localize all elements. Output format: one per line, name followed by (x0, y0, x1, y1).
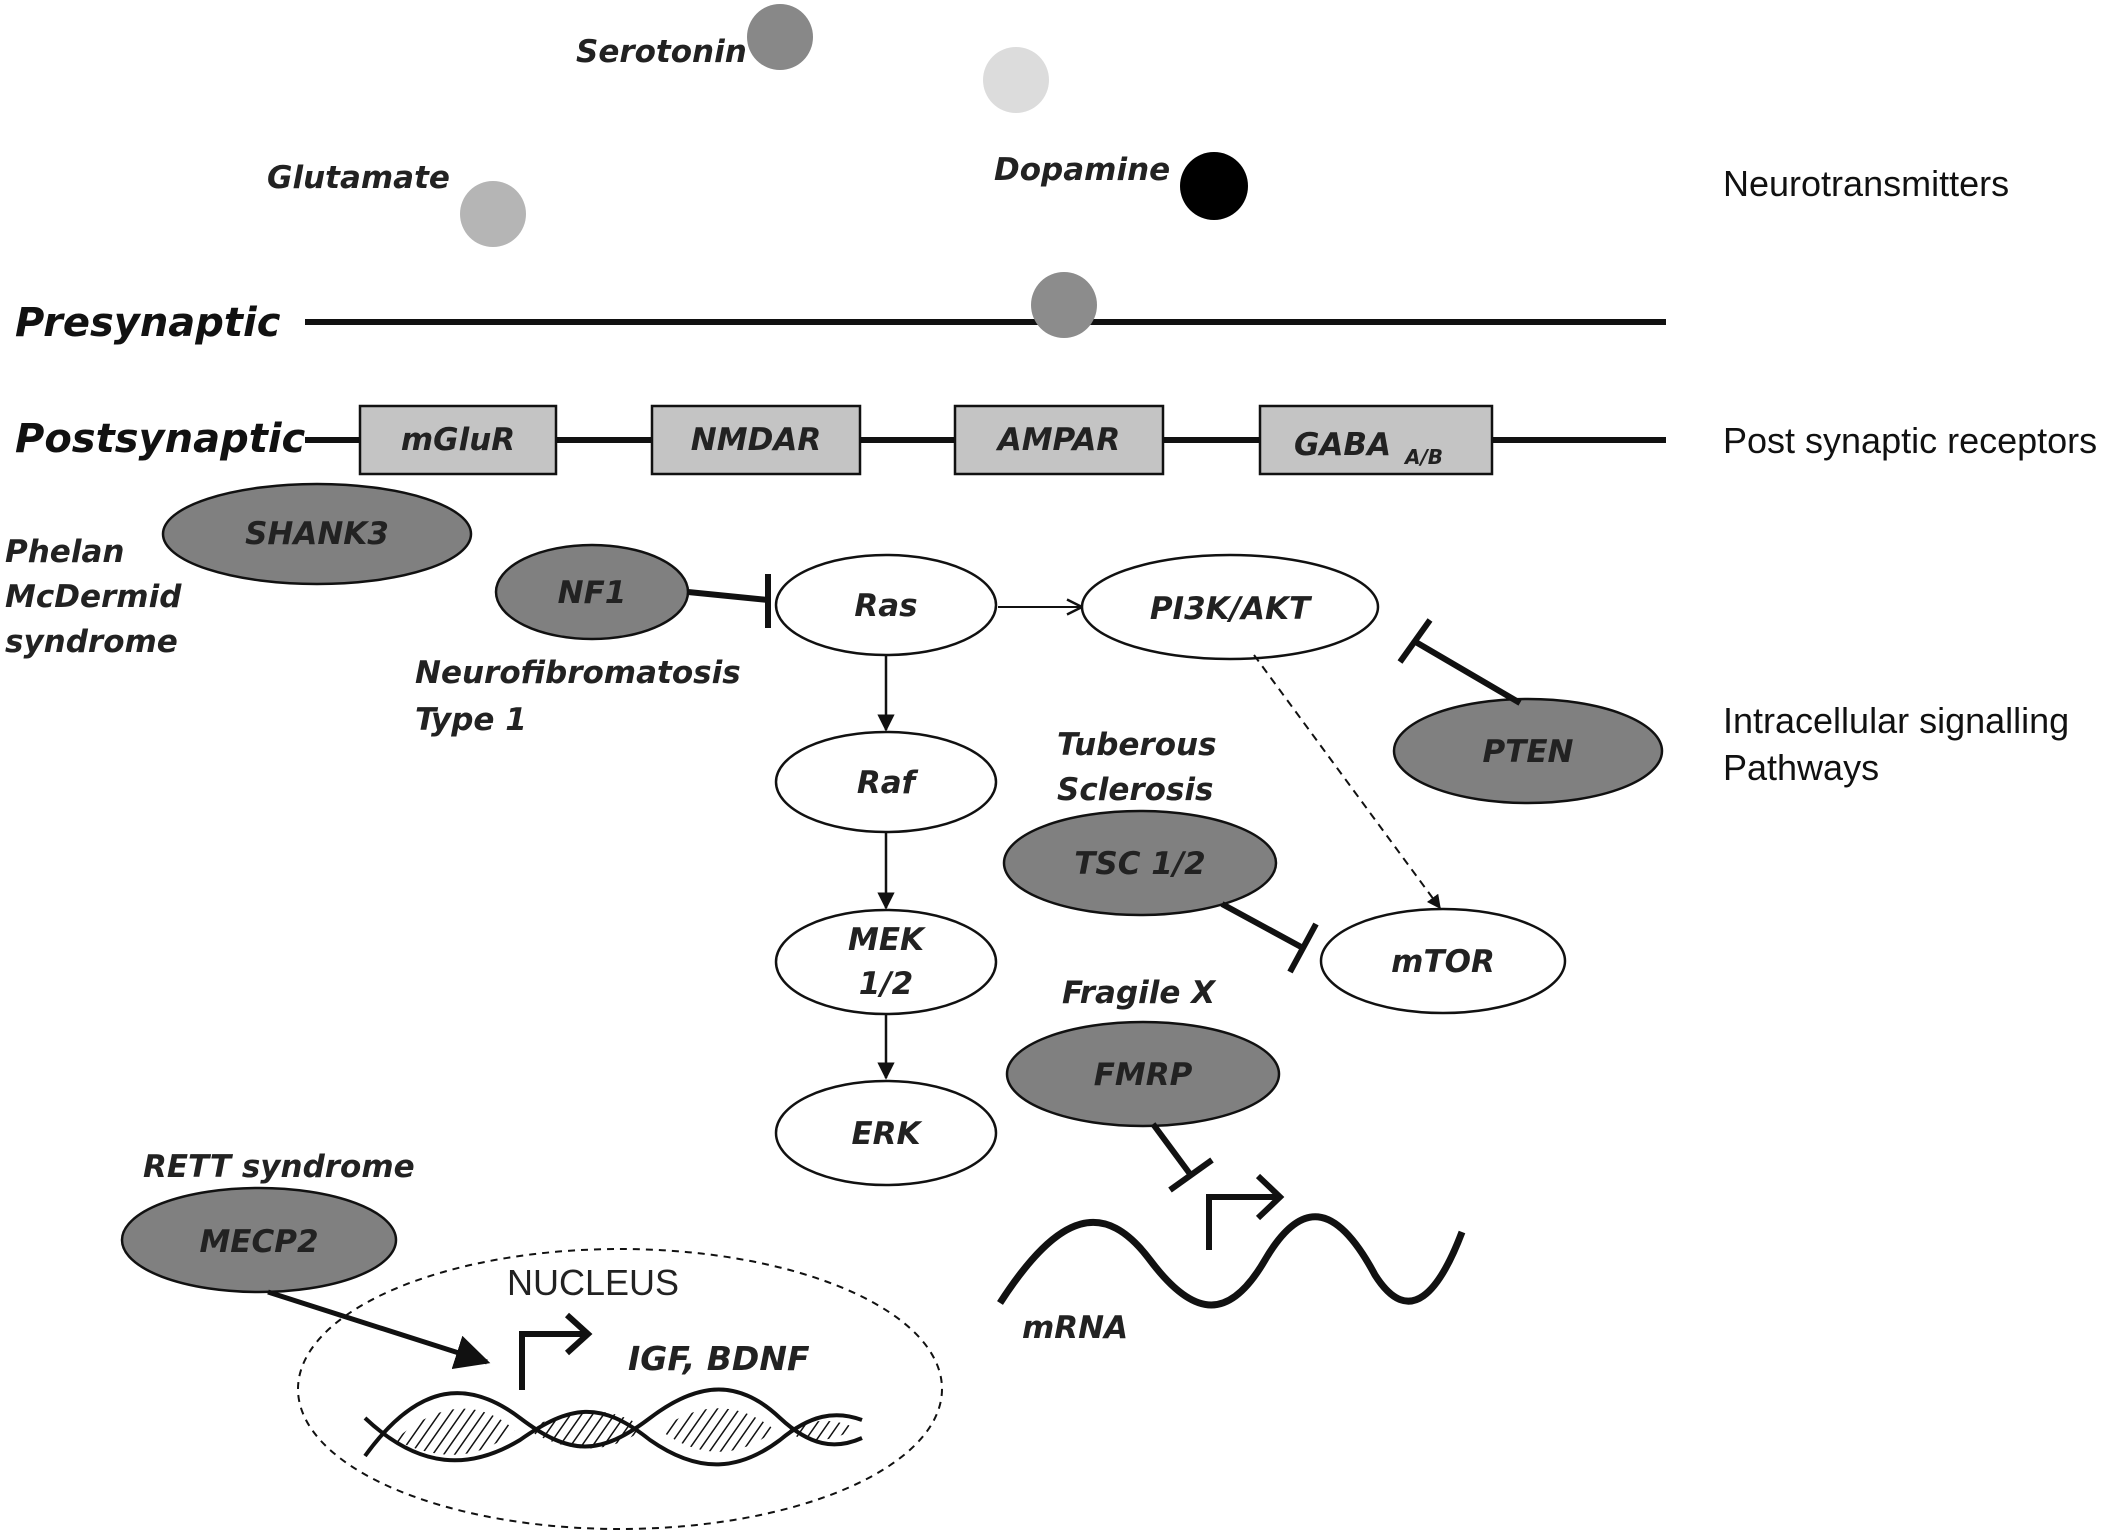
dopamine-label: Dopamine (994, 152, 1170, 188)
nmdar-label: NMDAR (691, 422, 821, 458)
phelan-line1: Phelan (5, 534, 124, 570)
side-label-receptors: Post synaptic receptors (1723, 420, 2097, 461)
phelan-line3: syndrome (5, 624, 178, 660)
ts-syndrome-line1: Tuberous (1057, 727, 1217, 763)
transcription-start-arrow (519, 1331, 586, 1390)
serotonin-label: Serotonin (576, 34, 747, 70)
nf-syndrome-line2: Type 1 (415, 702, 527, 738)
pten-label: PTEN (1483, 734, 1574, 770)
dopamine-dot (1180, 152, 1248, 220)
phelan-line2: McDermid (5, 579, 182, 615)
nf1-inhibits-ras (687, 589, 769, 603)
raf-label: Raf (857, 765, 919, 801)
transcription-arrowhead (564, 1312, 593, 1356)
serotonin-dot (747, 4, 813, 70)
gaba-label: GABA (1294, 427, 1391, 463)
mglur-receptor (358, 404, 558, 476)
fmrp-inhibits-translation (1150, 1122, 1193, 1176)
mrna-wave (997, 1213, 1466, 1309)
nucleus-label: NUCLEUS (507, 1262, 679, 1303)
erk-label: ERK (851, 1116, 922, 1152)
ras-label: Ras (854, 588, 917, 624)
mrna-label: mRNA (1022, 1310, 1128, 1346)
tsc-label: TSC 1/2 (1074, 846, 1205, 882)
glutamate-dot (460, 181, 526, 247)
mek-label-line1: MEK (848, 922, 926, 958)
fmrp-label: FMRP (1094, 1057, 1193, 1093)
nf1-label: NF1 (558, 575, 627, 611)
tsc-inhibition-bar (1287, 922, 1319, 974)
pten-gene (1392, 697, 1664, 805)
pten-inhibits-pi3k (1412, 638, 1522, 706)
side-label-neurotransmitters: Neurotransmitters (1723, 163, 2009, 204)
dna-helix-icon (363, 1387, 863, 1467)
postsynaptic-label: Postsynaptic (15, 416, 306, 462)
presynaptic-dot (1031, 272, 1097, 338)
translation-start-arrow (1206, 1194, 1278, 1250)
nmdar-receptor (650, 404, 862, 476)
fmrp-gene (1005, 1020, 1281, 1128)
light-neurotransmitter-dot (983, 47, 1049, 113)
translation-arrowhead (1255, 1173, 1285, 1221)
side-label-signalling-line2: Pathways (1723, 747, 1879, 788)
mek-label-line2: 1/2 (859, 966, 913, 1002)
glutamate-label: Glutamate (267, 160, 450, 196)
gaba-subscript: A/B (1403, 445, 1443, 469)
tsc-gene (1002, 809, 1278, 917)
fragile-x-label: Fragile X (1062, 975, 1217, 1011)
pi3k-akt-label: PI3K/AKT (1150, 591, 1313, 627)
pi3k-akt-node (1080, 553, 1380, 661)
side-label-signalling-line1: Intracellular signalling (1723, 700, 2069, 741)
ampar-label: AMPAR (995, 422, 1121, 458)
tsc-inhibits-mtor (1220, 901, 1305, 951)
rett-syndrome-label: RETT syndrome (143, 1149, 415, 1185)
mecp2-label: MECP2 (199, 1224, 318, 1260)
ampar-receptor (953, 404, 1165, 476)
igf-bdnf-label: IGF, BDNF (628, 1339, 810, 1378)
shank3-gene (161, 482, 473, 586)
mecp2-activates-transcription (267, 1289, 491, 1370)
ts-syndrome-line2: Sclerosis (1057, 772, 1213, 808)
pten-inhibition-bar (1397, 618, 1433, 664)
gaba-receptor (1258, 404, 1494, 476)
fmrp-inhibition-bar (1168, 1157, 1214, 1193)
mecp2-gene (120, 1186, 398, 1294)
pi3k-to-mtor-dashed-arrow (1253, 654, 1441, 910)
shank3-label: SHANK3 (245, 516, 389, 552)
mglur-label: mGluR (401, 422, 515, 458)
nf-syndrome-line1: Neurofibromatosis (415, 655, 741, 691)
presynaptic-label: Presynaptic (15, 300, 281, 346)
mtor-node (1319, 907, 1567, 1015)
erk-node (774, 1079, 998, 1187)
mtor-label: mTOR (1391, 944, 1495, 980)
nucleus-boundary (297, 1248, 943, 1530)
